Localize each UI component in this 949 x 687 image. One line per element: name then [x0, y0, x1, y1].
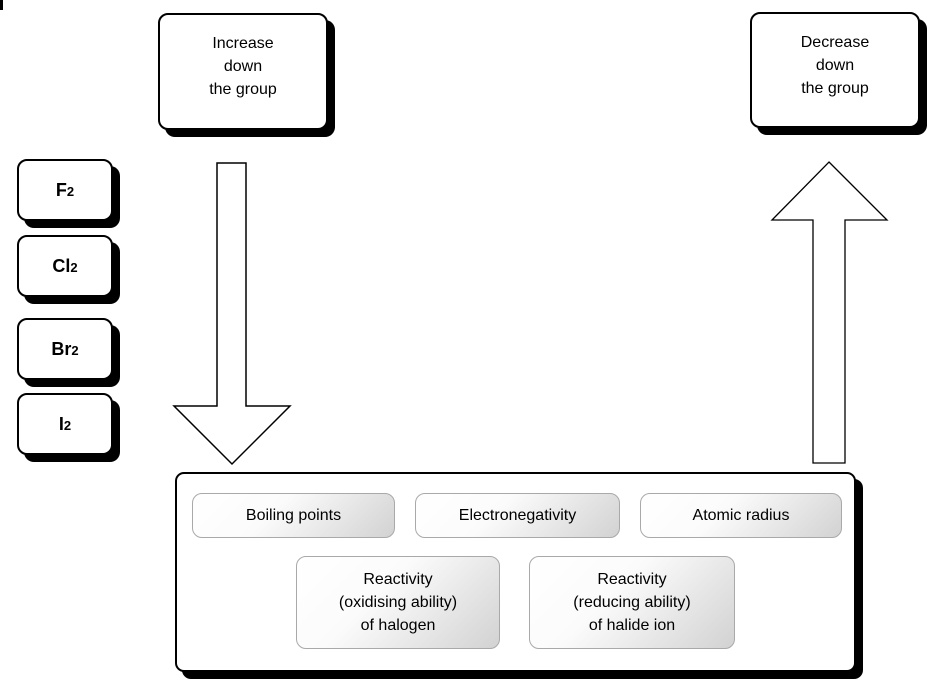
property-label: Boiling points — [245, 507, 342, 524]
decrease-trend-box: Decrease down the group — [750, 12, 920, 128]
halogen-symbol: Br — [51, 338, 72, 359]
property-label: Electronegativity — [458, 507, 577, 524]
halogen-symbol: Cl — [52, 255, 71, 276]
properties-container-box: Boiling points Electronegativity Atomic … — [175, 472, 856, 672]
halogen-symbol: F — [55, 179, 67, 200]
property-electronegativity: Electronegativity — [415, 493, 620, 538]
down-arrow-icon — [172, 162, 292, 466]
up-arrow-icon — [770, 161, 889, 464]
corner-artifact-mark — [0, 0, 3, 10]
property-label: Atomic radius — [692, 507, 790, 524]
decrease-trend-label: Decrease down the group — [800, 34, 870, 97]
property-reactivity-oxidising: Reactivity (oxidising ability) of haloge… — [296, 556, 500, 649]
halogen-symbol: I — [58, 413, 64, 434]
property-label: Reactivity (oxidising ability) of haloge… — [338, 571, 458, 634]
increase-trend-box: Increase down the group — [158, 13, 328, 130]
property-atomic-radius: Atomic radius — [640, 493, 842, 538]
property-reactivity-reducing: Reactivity (reducing ability) of halide … — [529, 556, 735, 649]
increase-trend-label: Increase down the group — [209, 35, 277, 98]
property-label: Reactivity (reducing ability) of halide … — [573, 571, 691, 634]
property-boiling-points: Boiling points — [192, 493, 395, 538]
